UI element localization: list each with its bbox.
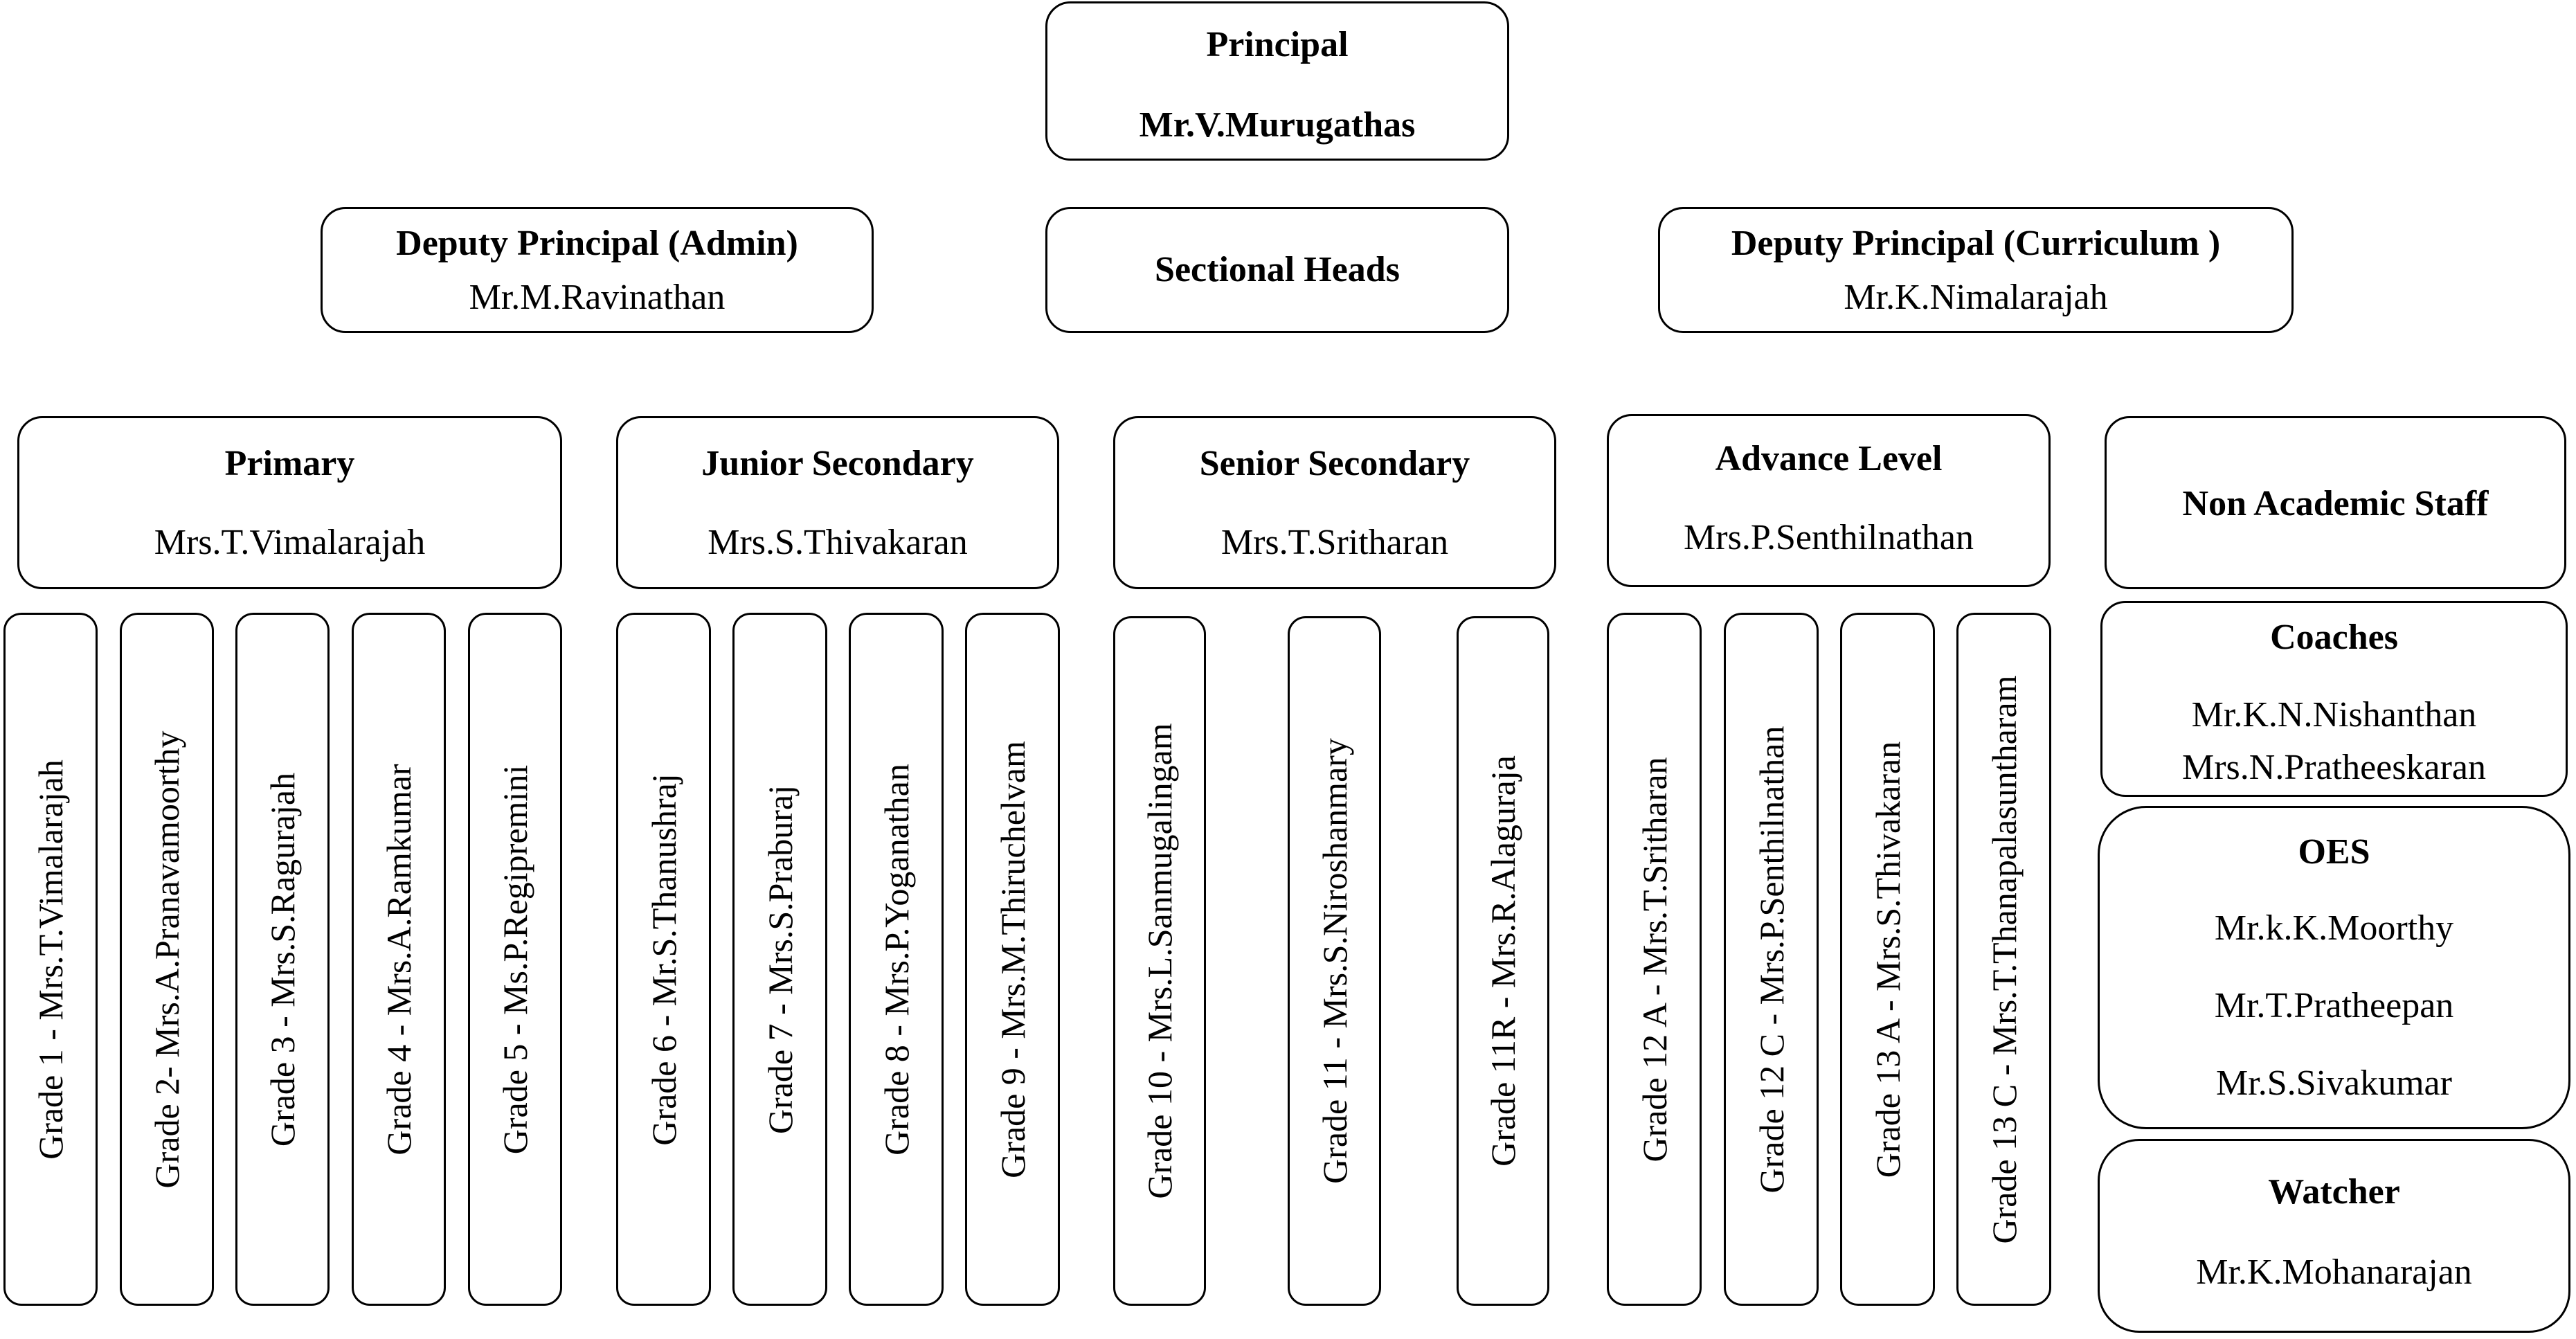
- grade-column: Grade 12 A - Mrs.T.Sritharan: [1607, 613, 1702, 1306]
- grade-label: Grade 10 - Mrs.L.Sanmugalingam: [1140, 723, 1179, 1199]
- section-senior-secondary-box: Senior Secondary Mrs.T.Sritharan: [1113, 416, 1556, 589]
- principal-box: Principal Mr.V.Murugathas: [1045, 1, 1509, 161]
- oes-name: Mr.T.Pratheepan: [2214, 986, 2454, 1025]
- watcher-title: Watcher: [2268, 1172, 2400, 1212]
- grade-column: Grade 13 A - Mrs.S.Thivakaran: [1840, 613, 1935, 1306]
- oes-name: Mr.k.K.Moorthy: [2214, 908, 2454, 948]
- watcher-box: Watcher Mr.K.Mohanarajan: [2098, 1139, 2570, 1333]
- sectional-heads-box: Sectional Heads: [1045, 207, 1509, 333]
- grade-column: Grade 10 - Mrs.L.Sanmugalingam: [1113, 616, 1206, 1306]
- grade-column: Grade 12 C - Mrs.P.Senthilnathan: [1724, 613, 1819, 1306]
- section-title: Advance Level: [1715, 439, 1943, 478]
- non-academic-staff-box: Non Academic Staff: [2105, 416, 2566, 589]
- deputy-admin-name: Mr.M.Ravinathan: [469, 278, 726, 317]
- grade-label: Grade 5 - Ms.P.Regipremini: [496, 764, 534, 1154]
- grade-label: Grade 3 - Mrs.S.Ragurajah: [263, 772, 302, 1147]
- grade-label: Grade 6 - Mr.S.Thanushraj: [644, 773, 683, 1146]
- section-title: Senior Secondary: [1199, 444, 1470, 483]
- deputy-curriculum-title: Deputy Principal (Curriculum ): [1731, 224, 2221, 263]
- non-academic-staff-title: Non Academic Staff: [2182, 484, 2489, 523]
- grade-label: Grade 11R - Mrs.R.Alaguraja: [1484, 755, 1522, 1167]
- grade-column: Grade 7 - Mrs.S.Praburaj: [732, 613, 827, 1306]
- grade-column: Grade 3 - Mrs.S.Ragurajah: [235, 613, 330, 1306]
- grade-label: Grade 4 - Mrs.A.Ramkumar: [379, 763, 418, 1156]
- principal-name: Mr.V.Murugathas: [1139, 105, 1416, 145]
- grade-label: Grade 7 - Mrs.S.Praburaj: [760, 784, 800, 1134]
- grade-label: Grade 1 - Mrs.T.Vimalarajah: [31, 759, 70, 1160]
- coach-name: Mr.K.N.Nishanthan: [2191, 695, 2477, 735]
- grade-column: Grade 6 - Mr.S.Thanushraj: [616, 613, 711, 1306]
- oes-name: Mr.S.Sivakumar: [2216, 1063, 2452, 1103]
- deputy-curriculum-name: Mr.K.Nimalarajah: [1844, 278, 2108, 317]
- section-title: Junior Secondary: [701, 444, 974, 483]
- grade-label: Grade 12 A - Mrs.T.Sritharan: [1634, 756, 1674, 1162]
- grade-label: Grade 8 - Mrs.P.Yoganathan: [876, 763, 916, 1156]
- section-junior-secondary-box: Junior Secondary Mrs.S.Thivakaran: [616, 416, 1059, 589]
- coach-name: Mrs.N.Pratheeskaran: [2182, 748, 2486, 787]
- deputy-admin-box: Deputy Principal (Admin) Mr.M.Ravinathan: [321, 207, 874, 333]
- deputy-curriculum-box: Deputy Principal (Curriculum ) Mr.K.Nima…: [1658, 207, 2294, 333]
- sectional-heads-title: Sectional Heads: [1155, 250, 1400, 289]
- grade-label: Grade 9 - Mrs.M.Thiruchelvam: [993, 740, 1032, 1178]
- section-advance-level-box: Advance Level Mrs.P.Senthilnathan: [1607, 414, 2051, 587]
- principal-title: Principal: [1206, 25, 1349, 64]
- grade-column: Grade 9 - Mrs.M.Thiruchelvam: [965, 613, 1060, 1306]
- section-head-name: Mrs.S.Thivakaran: [708, 523, 968, 562]
- section-primary-box: Primary Mrs.T.Vimalarajah: [17, 416, 562, 589]
- grade-column: Grade 2- Mrs.A.Pranavamoorthy: [120, 613, 214, 1306]
- grade-label: Grade 13 A - Mrs.S.Thivakaran: [1868, 741, 1907, 1178]
- grade-column: Grade 1 - Mrs.T.Vimalarajah: [3, 613, 98, 1306]
- grade-column: Grade 13 C - Mrs.T.Thanapalasuntharam: [1956, 613, 2051, 1306]
- grade-column: Grade 4 - Mrs.A.Ramkumar: [352, 613, 446, 1306]
- grade-label: Grade 13 C - Mrs.T.Thanapalasuntharam: [1984, 674, 2024, 1244]
- section-head-name: Mrs.T.Vimalarajah: [154, 523, 426, 562]
- oes-title: OES: [2298, 832, 2370, 872]
- coaches-title: Coaches: [2270, 618, 2398, 657]
- grade-column: Grade 11 - Mrs.S.Niroshanmary: [1288, 616, 1381, 1306]
- section-head-name: Mrs.T.Sritharan: [1221, 523, 1449, 562]
- grade-column: Grade 8 - Mrs.P.Yoganathan: [849, 613, 944, 1306]
- grade-label: Grade 12 C - Mrs.P.Senthilnathan: [1751, 726, 1791, 1193]
- grade-column: Grade 11R - Mrs.R.Alaguraja: [1457, 616, 1549, 1306]
- deputy-admin-title: Deputy Principal (Admin): [396, 224, 798, 263]
- watcher-name: Mr.K.Mohanarajan: [2196, 1252, 2472, 1292]
- grade-label: Grade 2- Mrs.A.Pranavamoorthy: [147, 730, 186, 1188]
- grade-label: Grade 11 - Mrs.S.Niroshanmary: [1315, 738, 1354, 1184]
- section-title: Primary: [224, 444, 355, 483]
- oes-box: OES Mr.k.K.Moorthy Mr.T.Pratheepan Mr.S.…: [2098, 806, 2570, 1129]
- grade-column: Grade 5 - Ms.P.Regipremini: [468, 613, 562, 1306]
- section-head-name: Mrs.P.Senthilnathan: [1684, 518, 1974, 557]
- coaches-box: Coaches Mr.K.N.Nishanthan Mrs.N.Prathees…: [2100, 601, 2568, 797]
